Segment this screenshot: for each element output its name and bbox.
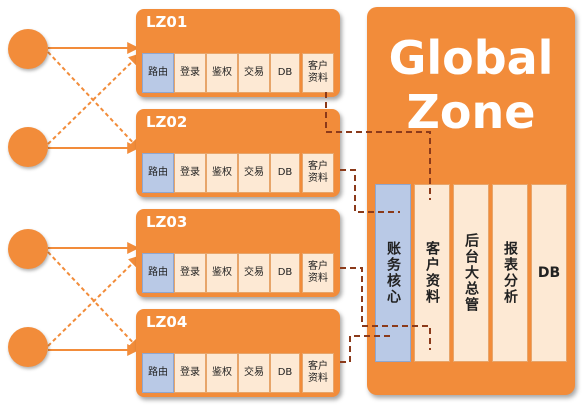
zone-title: LZ03 (146, 213, 188, 231)
cell-route: 路由 (142, 253, 174, 293)
cell-trade: 交易 (238, 353, 270, 393)
zone-lz01: LZ01 路由 登录 鉴权 交易 DB 客户资料 (136, 9, 340, 97)
cell-db: DB (270, 353, 300, 393)
global-col-customer-data: 客户资料 (414, 184, 450, 362)
cell-auth: 鉴权 (206, 253, 238, 293)
cell-auth: 鉴权 (206, 353, 238, 393)
zone-lz02: LZ02 路由 登录 鉴权 交易 DB 客户资料 (136, 109, 340, 197)
cell-auth: 鉴权 (206, 153, 238, 193)
cell-db: DB (270, 153, 300, 193)
cell-login: 登录 (174, 153, 206, 193)
zone-lz04: LZ04 路由 登录 鉴权 交易 DB 客户资料 (136, 309, 340, 397)
global-zone-title-line1: Global (388, 31, 554, 85)
global-col-backoffice: 后台大总管 (453, 184, 489, 362)
global-col-reports: 报表分析 (492, 184, 528, 362)
cell-trade: 交易 (238, 53, 270, 93)
global-zone-title: Global Zone (367, 31, 575, 139)
cell-db: DB (270, 53, 300, 93)
cell-route: 路由 (142, 153, 174, 193)
cell-customer: 客户资料 (302, 353, 334, 393)
arrow-c1-lz02 (47, 51, 141, 151)
zone-title: LZ02 (146, 113, 188, 131)
cell-route: 路由 (142, 53, 174, 93)
client-circle-2 (8, 127, 48, 167)
cell-login: 登录 (174, 53, 206, 93)
cell-customer: 客户资料 (302, 253, 334, 293)
client-circle-1 (8, 29, 48, 69)
global-zone-title-line2: Zone (406, 85, 536, 139)
cell-db: DB (270, 253, 300, 293)
client-circle-3 (8, 229, 48, 269)
arrow-c3-lz04 (47, 251, 141, 351)
cell-login: 登录 (174, 353, 206, 393)
global-col-db: DB (531, 184, 567, 362)
global-zone: Global Zone 账务核心 客户资料 后台大总管 报表分析 DB (367, 7, 575, 395)
arrow-c4-lz03 (47, 255, 141, 347)
global-col-ledger-core: 账务核心 (375, 184, 411, 362)
cell-login: 登录 (174, 253, 206, 293)
cell-customer: 客户资料 (302, 53, 334, 93)
cell-trade: 交易 (238, 153, 270, 193)
client-circle-4 (8, 327, 48, 367)
cell-trade: 交易 (238, 253, 270, 293)
zone-lz03: LZ03 路由 登录 鉴权 交易 DB 客户资料 (136, 209, 340, 297)
cell-auth: 鉴权 (206, 53, 238, 93)
cell-route: 路由 (142, 353, 174, 393)
cell-customer: 客户资料 (302, 153, 334, 193)
arrow-c2-lz01 (47, 53, 141, 145)
zone-title: LZ04 (146, 313, 188, 331)
zone-title: LZ01 (146, 13, 188, 31)
